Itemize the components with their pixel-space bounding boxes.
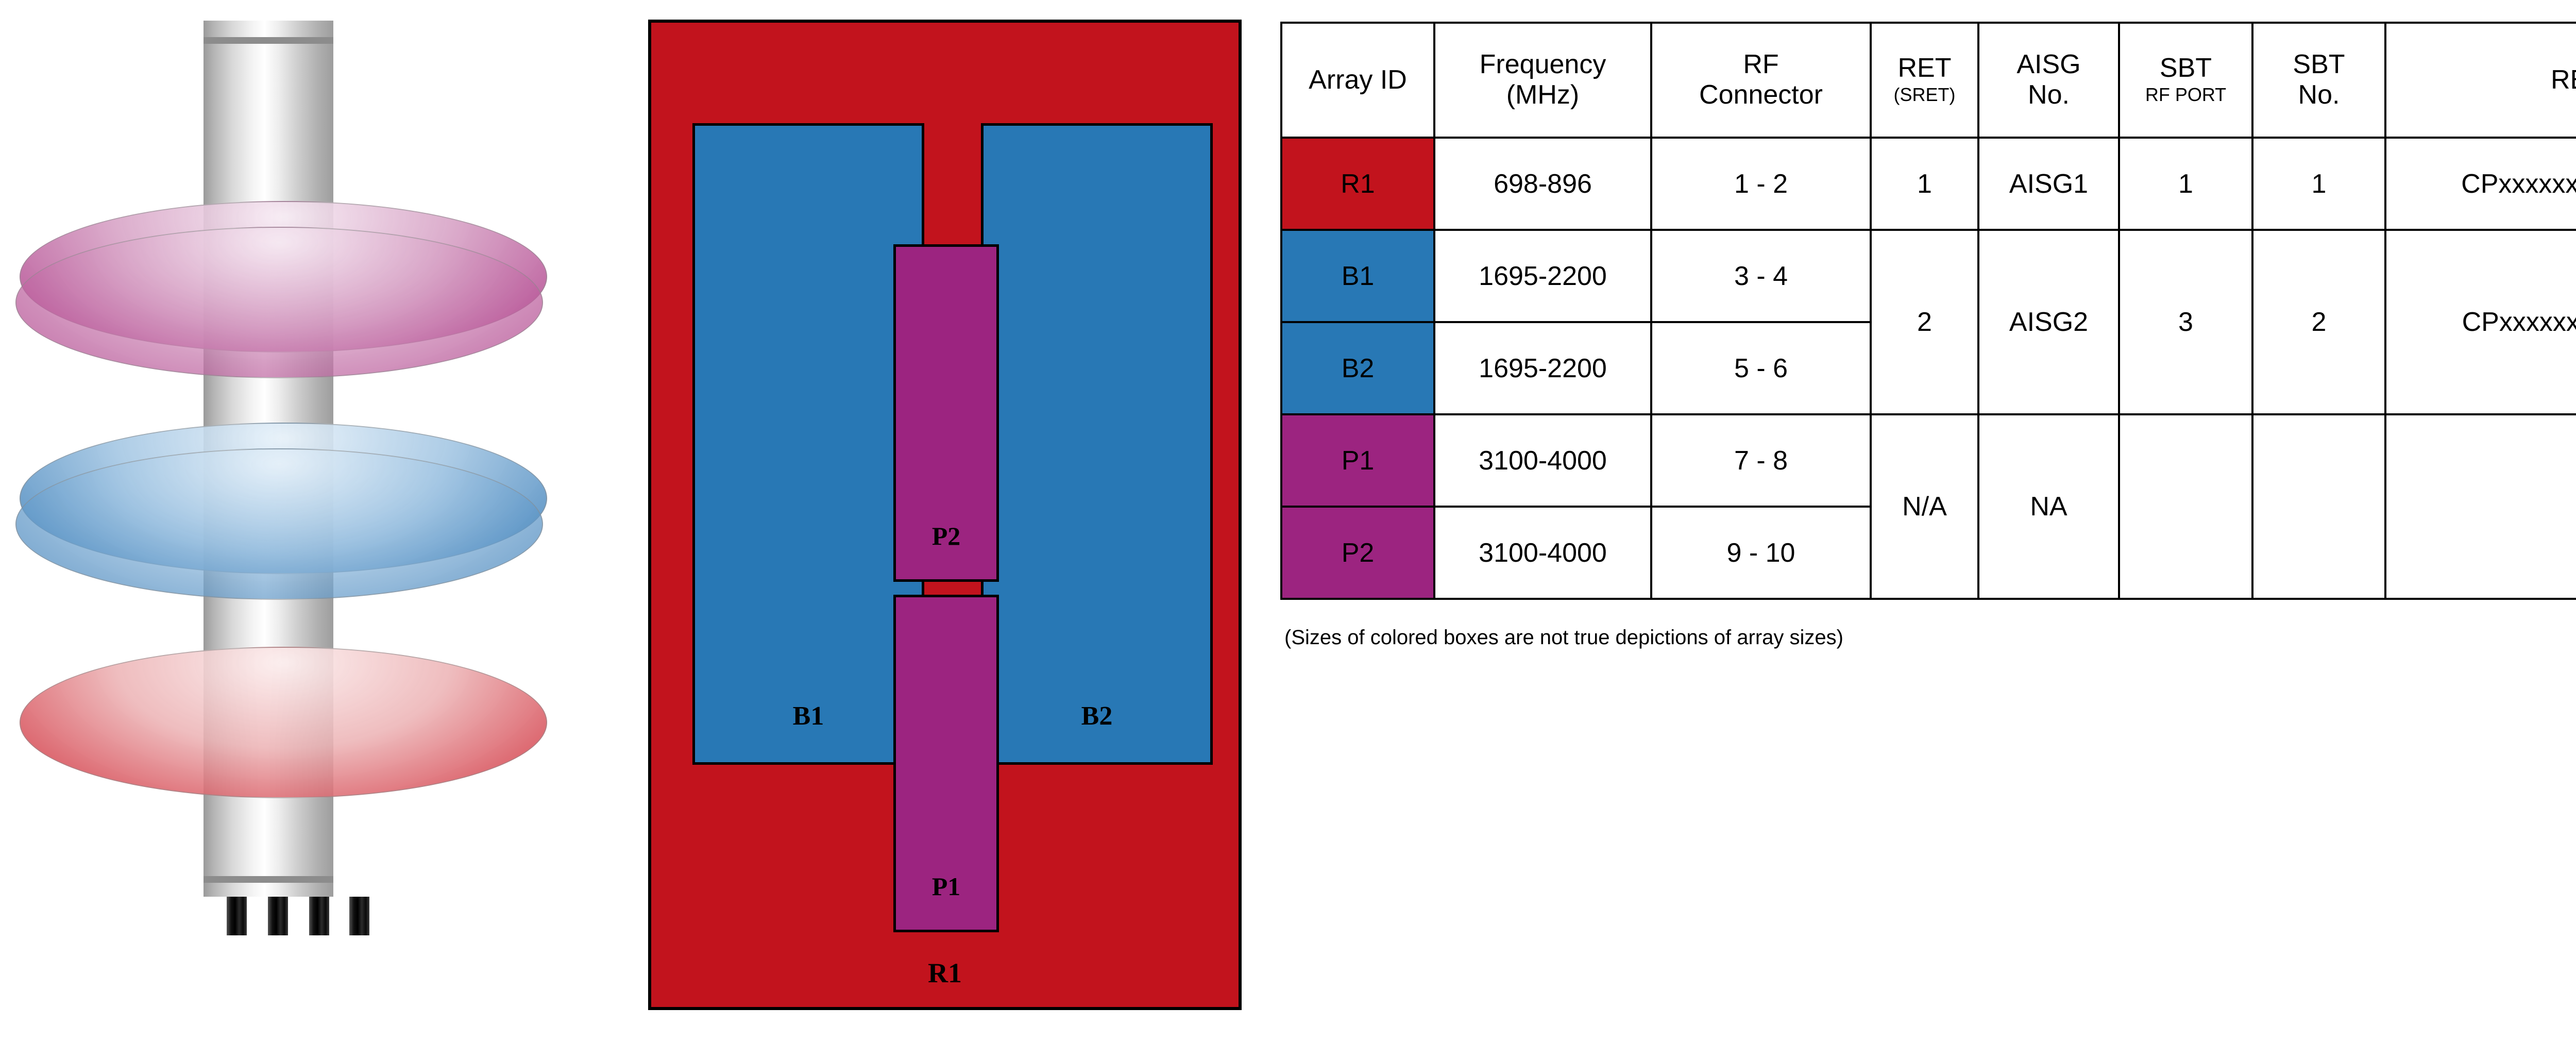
table-footnote: (Sizes of colored boxes are not true dep… — [1284, 626, 1843, 649]
column-header-frequency-line2: (MHz) — [1506, 79, 1580, 110]
column-header-rf-connector-line2: Connector — [1699, 79, 1823, 110]
cell-array-id: B1 — [1280, 229, 1435, 323]
column-header-ret-uid-line1: RET UID — [2550, 65, 2576, 95]
cell-rf-connector: 3 - 4 — [1650, 229, 1872, 323]
column-header-sbt-rf-port: SBT RF PORT — [2118, 22, 2253, 139]
table-row: P2 3100-4000 9 - 10 — [1280, 506, 2576, 600]
table-row: B2 1695-2200 5 - 6 — [1280, 321, 2576, 415]
cell-rf-connector: 7 - 8 — [1650, 413, 1872, 508]
antenna-illustration — [0, 0, 639, 1041]
connector-pin-3 — [309, 897, 329, 935]
array-block-b2: B2 — [981, 123, 1213, 765]
array-block-b2-label: B2 — [1081, 701, 1113, 731]
array-layout-diagram: B1 B2 P2 P1 R1 — [648, 20, 1242, 1010]
cell-frequency: 3100-4000 — [1433, 413, 1652, 508]
column-header-ret-sub: (SRET) — [1893, 84, 1956, 106]
cell-array-id: R1 — [1280, 137, 1435, 231]
column-header-sbt-rf-port-sub: RF PORT — [2145, 84, 2227, 106]
column-header-rf-connector: RF Connector — [1650, 22, 1872, 139]
connector-pin-4 — [349, 897, 369, 935]
cell-rf-connector: 1 - 2 — [1650, 137, 1872, 231]
purple-lobe-upper-disc-b — [15, 227, 543, 378]
column-header-sbt-no: SBT No. — [2251, 22, 2386, 139]
table-row: B1 1695-2200 3 - 4 2 AISG2 3 2 CPxxxxxxx… — [1280, 229, 2576, 415]
array-block-p1-label: P1 — [931, 872, 961, 901]
table-header-row: Array ID Frequency (MHz) RF Connector RE… — [1280, 22, 2576, 139]
cell-array-id: P1 — [1280, 413, 1435, 508]
array-specification-table: Array ID Frequency (MHz) RF Connector RE… — [1280, 22, 2576, 600]
table-row: P1 3100-4000 7 - 8 N/A NA N/A — [1280, 413, 2576, 600]
cell-aisg-no: AISG1 — [1977, 137, 2120, 231]
column-header-sbt-rf-port-line1: SBT — [2159, 53, 2212, 83]
column-header-aisg-no-line1: AISG — [2016, 49, 2081, 80]
column-header-frequency-line1: Frequency — [1479, 49, 1606, 80]
cell-ret-uid: N/A — [2384, 413, 2576, 600]
column-header-aisg-no-line2: No. — [2028, 79, 2070, 110]
cell-aisg-no: AISG2 — [1977, 229, 2120, 415]
cell-sbt-rf-port: 3 — [2118, 229, 2253, 415]
cell-sbt-no: 2 — [2251, 229, 2386, 415]
column-header-aisg-no: AISG No. — [1977, 22, 2120, 139]
array-block-b1: B1 — [692, 123, 924, 765]
cell-sbt-rf-port: 1 — [2118, 137, 2253, 231]
cell-array-id: P2 — [1280, 506, 1435, 600]
cell-frequency: 698-896 — [1433, 137, 1652, 231]
cell-sbt-rf-port — [2118, 413, 2253, 600]
connector-pin-1 — [227, 897, 247, 935]
pole-band-top — [204, 37, 333, 44]
cell-array-id: B2 — [1280, 321, 1435, 415]
blue-lobe-middle-disc-b — [15, 448, 543, 600]
column-header-sbt-no-line2: No. — [2298, 79, 2340, 110]
column-header-array-id-line1: Array ID — [1309, 65, 1407, 95]
table-row: R1 698-896 1 - 2 1 AISG1 1 1 CPxxxxxxxxx… — [1280, 137, 2576, 231]
cell-ret-uid: CPxxxxxxxxxxxxxxxxB1 — [2384, 229, 2576, 415]
connector-pin-2 — [268, 897, 288, 935]
column-header-ret-line1: RET — [1897, 53, 1952, 83]
cell-ret-uid: CPxxxxxxxxxxxxxxxxR1 — [2384, 137, 2576, 231]
cell-rf-connector: 9 - 10 — [1650, 506, 1872, 600]
array-specification-table-wrapper: Array ID Frequency (MHz) RF Connector RE… — [1280, 22, 2576, 600]
pole-band-bottom — [204, 876, 333, 883]
cell-rf-connector: 5 - 6 — [1650, 321, 1872, 415]
cell-frequency: 3100-4000 — [1433, 506, 1652, 600]
array-block-p1: P1 — [893, 595, 999, 932]
array-block-p2-label: P2 — [931, 522, 961, 550]
column-header-rf-connector-line1: RF — [1743, 49, 1779, 80]
cell-frequency: 1695-2200 — [1433, 321, 1652, 415]
column-header-frequency: Frequency (MHz) — [1433, 22, 1652, 139]
array-block-p2: P2 — [893, 244, 999, 582]
cell-ret: N/A — [1870, 413, 1979, 600]
column-header-array-id: Array ID — [1280, 22, 1435, 139]
array-block-b1-label: B1 — [792, 701, 824, 731]
cell-frequency: 1695-2200 — [1433, 229, 1652, 323]
column-header-sbt-no-line1: SBT — [2293, 49, 2345, 80]
cell-sbt-no: 1 — [2251, 137, 2386, 231]
array-block-r1-label: R1 — [928, 958, 962, 988]
column-header-ret-uid: RET UID — [2384, 22, 2576, 139]
red-lobe-lower-disc-a — [20, 647, 547, 798]
cell-aisg-no: NA — [1977, 413, 2120, 600]
column-header-ret: RET (SRET) — [1870, 22, 1979, 139]
cell-sbt-no — [2251, 413, 2386, 600]
cell-ret: 2 — [1870, 229, 1979, 415]
cell-ret: 1 — [1870, 137, 1979, 231]
